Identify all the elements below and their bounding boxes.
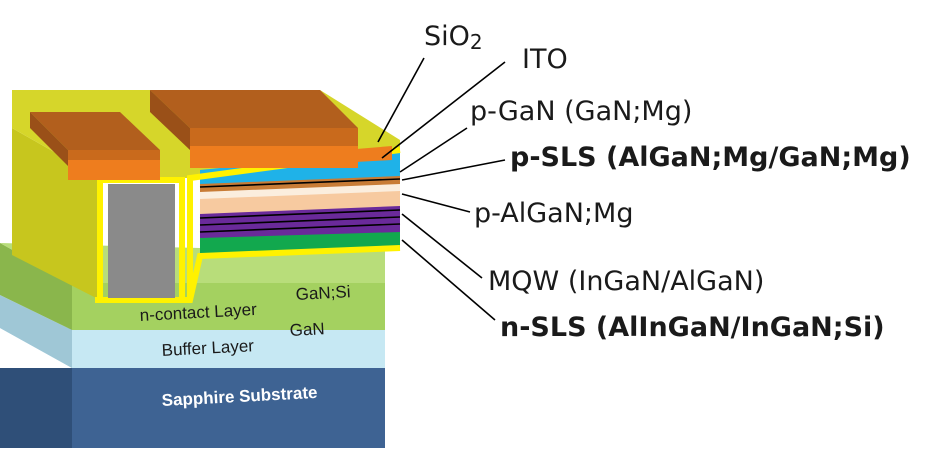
passivation-outline-base [95,245,401,303]
leader-pgan [399,127,468,173]
label-buffer-name: Buffer Layer [161,336,255,360]
p-pad-cap-front [190,128,358,146]
n-electrode [108,184,175,298]
label-pgan: p-GaN (GaN;Mg) [470,96,692,127]
label-psls: p-SLS (AlGaN;Mg/GaN;Mg) [510,142,911,173]
label-ncontact-material: GaN;Si [295,282,351,304]
ito-small-pad [320,146,392,164]
n-pad-cap-top [30,112,160,150]
leader-mqw [401,213,483,279]
n-pad-cap-side [30,112,68,166]
label-sio2: SiO2 [424,21,483,54]
p-pad-cap-top [150,90,358,128]
label-palgan: p-AlGaN;Mg [474,198,633,229]
p-pad-cap-side [150,90,190,150]
label-ito: ITO [522,44,568,75]
leader-ito [381,61,506,159]
label-buffer-material: GaN [289,319,325,340]
n-pad-cap-front [68,150,160,160]
substrate-front-face [72,368,385,448]
leader-psls [401,159,506,181]
leader-palgan [401,193,471,213]
substrate-side-face [0,368,72,448]
label-mqw: MQW (InGaN/AlGaN) [488,266,764,297]
leader-sio2 [377,57,425,143]
leader-nsls [401,239,496,321]
buffer-front-face [72,330,385,368]
label-nsls: n-SLS (AlInGaN/InGaN;Si) [500,312,885,343]
ncontact-side-face [0,243,72,330]
pgan-layer [200,182,400,199]
buffer-side-face [0,295,72,368]
